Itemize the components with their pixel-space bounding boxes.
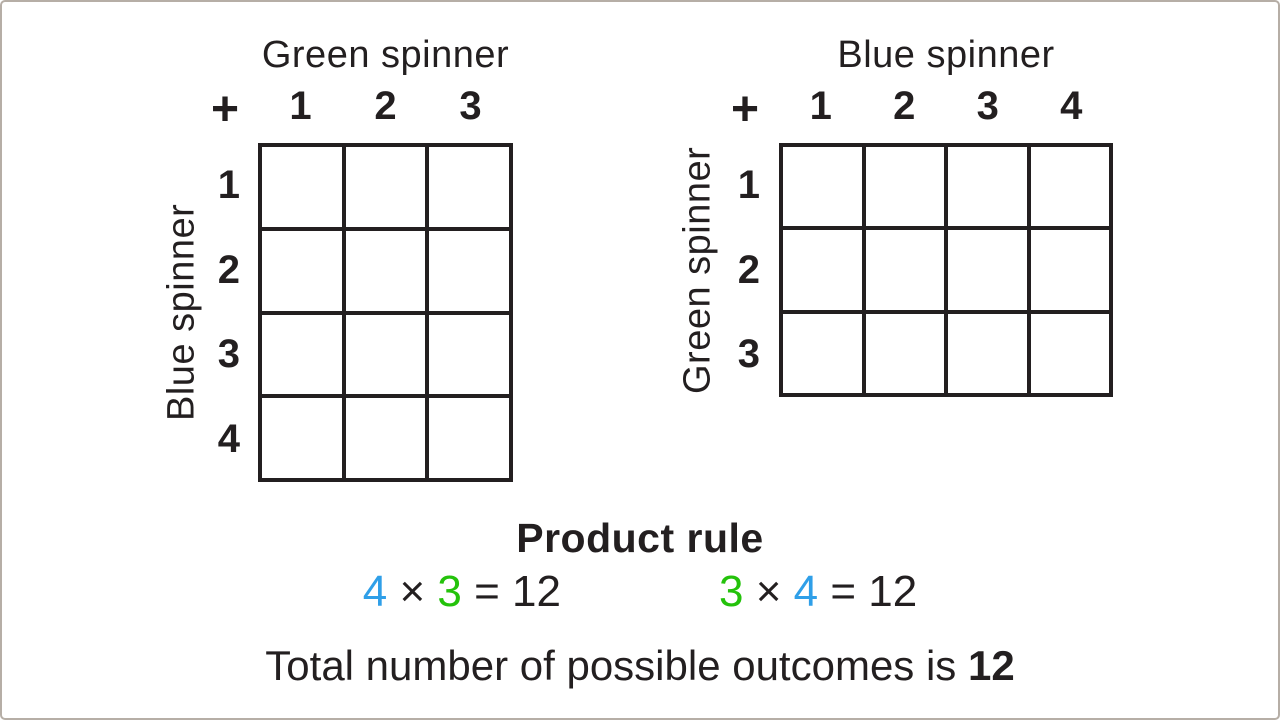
grid-cell [345,314,426,395]
grid-cell [262,230,342,311]
grid-cell [783,313,862,393]
summary-value: 12 [967,642,1015,689]
row-label: 1 [737,162,760,207]
row-label: 3 [217,332,240,377]
left-table-grid [258,143,513,482]
equation-part: = 12 [461,567,561,616]
row-label: 2 [217,247,240,292]
right-table-title: Blue spinner [837,34,1055,76]
equation-part: = 12 [818,567,918,616]
grid-cell [948,313,1027,393]
equation-part: × [743,567,794,616]
column-header: 3 [459,84,482,128]
left-table-row-labels: 1 2 3 4 [196,143,248,482]
grid-cell [262,147,342,227]
right-table-grid [779,143,1113,397]
equation-part: 4 [793,567,819,616]
grid-cell [429,398,509,478]
grid-cell [429,147,509,227]
right-table-row-labels: 1 2 3 [716,143,768,397]
column-header: 3 [976,84,999,128]
column-header: 4 [1060,84,1083,128]
column-header: 2 [374,84,397,128]
grid-cell [262,314,342,395]
grid-cell [345,398,426,478]
row-label: 3 [737,332,760,377]
equation-right: 3 × 4 = 12 [719,567,917,617]
product-rule-equations: 4 × 3 = 12 3 × 4 = 12 [0,567,1280,617]
grid-cell [783,147,862,227]
row-label: 2 [737,247,760,292]
product-rule-heading: Product rule [516,515,764,561]
equation-part: 3 [437,567,462,616]
equation-part: × [387,567,438,616]
grid-cell [1030,147,1109,227]
right-table-column-headers: 1 2 3 4 [779,84,1113,129]
grid-cell [1030,313,1109,393]
grid-cell [345,230,426,311]
grid-cell [865,230,944,310]
column-header: 1 [809,84,832,128]
equation-part: 3 [719,567,744,616]
left-table-operator: + [210,83,240,136]
grid-cell [948,230,1027,310]
equation-left: 4 × 3 = 12 [363,567,561,617]
grid-cell [783,230,862,310]
summary-line: Total number of possible outcomes is 12 [0,642,1280,690]
column-header: 1 [289,84,312,128]
left-table-title: Green spinner [261,34,510,76]
row-label: 1 [217,162,240,207]
grid-cell [429,314,509,395]
grid-cell [345,147,426,227]
grid-cell [262,398,342,478]
right-table-operator: + [730,83,760,136]
column-header: 2 [893,84,916,128]
grid-cell [865,147,944,227]
left-table-column-headers: 1 2 3 [258,84,513,129]
grid-cell [865,313,944,393]
summary-text: Total number of possible outcomes is [265,642,968,689]
equation-part: 4 [362,567,388,616]
row-label: 4 [217,417,240,462]
grid-cell [948,147,1027,227]
grid-cell [429,230,509,311]
grid-cell [1030,230,1109,310]
